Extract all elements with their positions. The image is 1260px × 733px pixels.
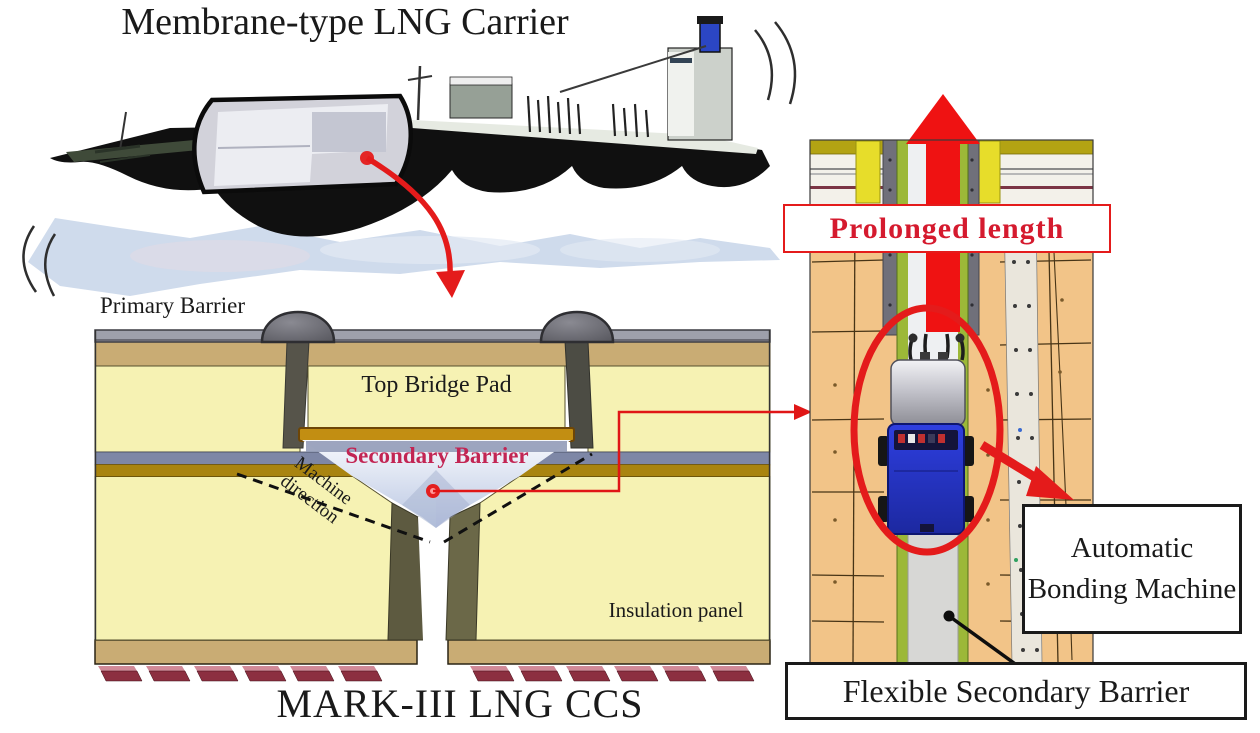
sea-water — [28, 218, 780, 296]
machine-direction-dashed-line — [236, 452, 593, 544]
mastic-supports — [98, 666, 755, 682]
mark3-caption: MARK-III LNG CCS — [276, 681, 644, 726]
secondary-barrier-label: Secondary Barrier — [345, 443, 529, 468]
deck-pipes — [526, 95, 650, 138]
primary-barrier-label: Primary Barrier — [100, 293, 245, 318]
barrier-pointer-line — [943, 610, 1020, 668]
machine-highlight-ellipse — [850, 304, 1004, 556]
machine-callout-arrow-icon — [979, 441, 1074, 500]
ccs-to-detail-arrow-icon — [433, 404, 812, 493]
ship-motion-lines-right — [754, 21, 797, 105]
automatic-bonding-machine-label: Automatic Bonding Machine — [1027, 532, 1237, 605]
automatic-bonding-machine-callout: Automatic Bonding Machine — [1022, 504, 1242, 634]
bottom-plywood — [94, 639, 771, 665]
top-bridge-pad-label: Top Bridge Pad — [361, 372, 512, 398]
ship-motion-lines-left — [22, 225, 57, 297]
hull-cutaway-tank — [192, 93, 413, 195]
insulation-panel-label: Insulation panel — [608, 598, 744, 622]
figure-title: Membrane-type LNG Carrier — [121, 1, 569, 43]
ship-to-ccs-arrow-icon — [360, 151, 465, 298]
flexible-secondary-barrier-callout: Flexible Secondary Barrier — [785, 662, 1247, 720]
panel-joint-gaps — [282, 340, 594, 449]
top-bridge-pad-block — [298, 365, 575, 442]
corrugation-dome-icon — [260, 310, 336, 344]
primary-barrier-membrane — [94, 310, 771, 344]
corrugation-dome-icon — [539, 310, 615, 344]
mark3-ccs-diagram — [94, 310, 771, 682]
automatic-bonding-machine — [878, 359, 974, 535]
machine-body — [887, 423, 965, 535]
secondary-barrier-sheet — [302, 440, 571, 528]
insulation-panel-lower-blocks — [94, 476, 771, 665]
machine-roller — [890, 359, 966, 427]
prolonged-length-callout: Prolonged length — [783, 204, 1111, 253]
insulation-panel-upper-blocks — [94, 340, 771, 453]
